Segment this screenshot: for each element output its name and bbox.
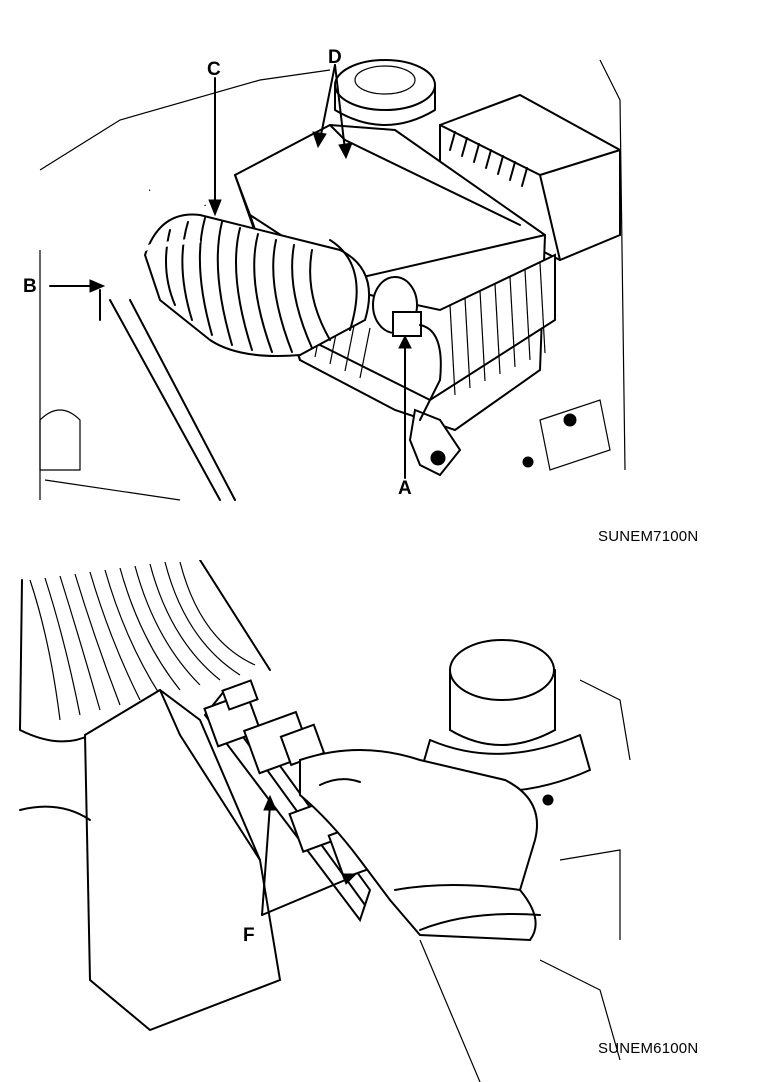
air-cleaner-illustration bbox=[39, 59, 626, 501]
callout-f: F bbox=[243, 925, 255, 946]
connector-illustration bbox=[19, 560, 631, 1082]
callout-a: A bbox=[398, 478, 412, 499]
figure-connector-detail: F SUNEM6100N bbox=[0, 560, 768, 1082]
figure-code: SUNEM7100N bbox=[598, 528, 699, 545]
figure-air-cleaner-assembly: C D B A SUNEM7100N bbox=[23, 47, 699, 545]
figure-code: SUNEM6100N bbox=[598, 1040, 699, 1057]
callout-b: B bbox=[23, 276, 37, 297]
callout-d: D bbox=[328, 47, 342, 68]
callout-c: C bbox=[207, 59, 221, 80]
